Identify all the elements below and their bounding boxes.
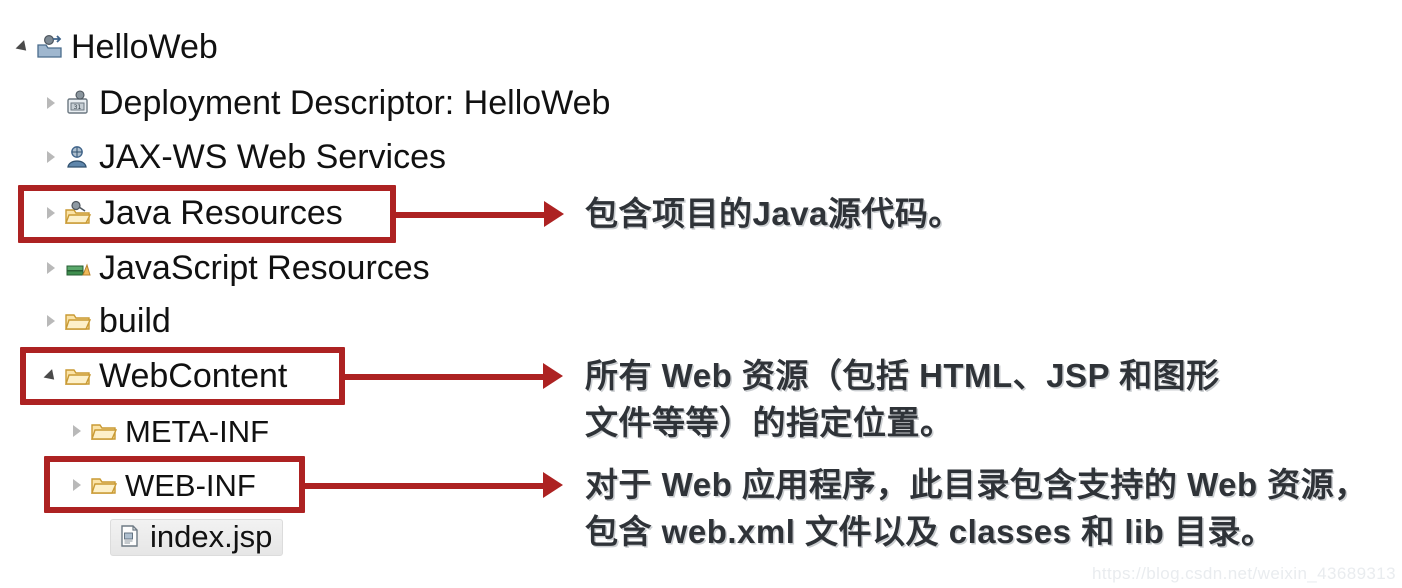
tree-item-content[interactable]: JavaScript Resources (64, 251, 430, 285)
tree-item-content[interactable]: WEB-INF (90, 470, 256, 501)
tree-item-content[interactable]: HelloWeb (36, 30, 218, 64)
tree-item-label: WebContent (99, 357, 288, 395)
tree-item-content[interactable]: 31 Deployment Descriptor: HelloWeb (64, 86, 610, 120)
twisty-collapsed-icon[interactable] (68, 422, 86, 440)
tree-item-java-resources[interactable]: Java Resources (42, 188, 343, 238)
twisty-collapsed-icon[interactable] (42, 94, 60, 112)
arrow-head-icon (543, 363, 563, 389)
tree-item-label: index.jsp (150, 518, 273, 554)
callout-text-webcontent: 所有 Web 资源（包括 HTML、JSP 和图形文件等等）的指定位置。 (585, 352, 1220, 446)
arrow-shaft (341, 374, 545, 380)
callout-text-line: 所有 Web 资源（包括 HTML、JSP 和图形 (585, 357, 1220, 394)
twisty-expanded-icon[interactable] (14, 38, 32, 56)
callout-text-java-resources: 包含项目的Java源代码。 (585, 190, 962, 237)
twisty-collapsed-icon[interactable] (42, 312, 60, 330)
twisty-collapsed-icon[interactable] (42, 148, 60, 166)
tree-item-label: JavaScript Resources (99, 249, 430, 287)
arrow-head-icon (544, 201, 564, 227)
java-resources-icon (64, 199, 92, 227)
jsp-file-icon (115, 522, 143, 550)
tree-item-meta-inf[interactable]: META-INF (68, 406, 269, 456)
callout-text-line: 包含项目的Java源代码。 (585, 195, 962, 232)
deployment-descriptor-icon: 31 (64, 89, 92, 117)
tree-item-content[interactable]: JAX-WS Web Services (64, 140, 446, 174)
tree-item-label: WEB-INF (125, 467, 256, 503)
arrow-head-icon (543, 472, 563, 498)
callout-text-line: 对于 Web 应用程序，此目录包含支持的 Web 资源， (585, 466, 1368, 503)
highlight-box-web-inf (44, 456, 305, 513)
javascript-resources-icon (64, 254, 92, 282)
twisty-collapsed-icon[interactable] (42, 204, 60, 222)
tree-item-javascript-resources[interactable]: JavaScript Resources (42, 243, 430, 293)
callout-arrow-webcontent (341, 363, 563, 389)
twisty-collapsed-icon[interactable] (42, 259, 60, 277)
tree-item-label: HelloWeb (71, 28, 218, 66)
folder-icon (64, 362, 92, 390)
folder-icon (90, 471, 118, 499)
tree-item-web-inf[interactable]: WEB-INF (68, 460, 256, 510)
tree-item-helloweb[interactable]: HelloWeb (14, 22, 218, 72)
callout-text-line: 文件等等）的指定位置。 (585, 404, 954, 441)
callout-arrow-web-inf (301, 472, 563, 498)
callout-arrow-java-resources (392, 201, 564, 227)
tree-item-webcontent[interactable]: WebContent (42, 351, 287, 401)
tree-item-index-jsp[interactable]: index.jsp (88, 512, 284, 562)
tree-item-label: Java Resources (99, 194, 343, 232)
folder-icon (90, 417, 118, 445)
tree-item-label: build (99, 302, 171, 340)
svg-text:31: 31 (74, 104, 82, 111)
tree-item-selected-chip[interactable]: index.jsp (110, 518, 284, 556)
callout-text-web-inf: 对于 Web 应用程序，此目录包含支持的 Web 资源， 包含 web.xml 文… (585, 461, 1368, 555)
tree-item-jax-ws-web-services[interactable]: JAX-WS Web Services (42, 132, 446, 182)
dynamic-web-project-icon (36, 33, 64, 61)
twisty-spacer (88, 528, 106, 546)
callout-text-line: 包含 web.xml 文件以及 classes 和 lib 目录。 (585, 513, 1275, 550)
tree-item-content[interactable]: WebContent (64, 359, 287, 393)
tree-item-build[interactable]: build (42, 296, 171, 346)
twisty-collapsed-icon[interactable] (68, 476, 86, 494)
tree-item-content[interactable]: build (64, 304, 171, 338)
arrow-shaft (392, 212, 546, 218)
highlight-box-java-resources (18, 185, 396, 243)
highlight-box-webcontent (20, 347, 345, 405)
tree-item-label: META-INF (125, 413, 270, 449)
tree-item-content[interactable]: META-INF (90, 416, 269, 447)
folder-icon (64, 307, 92, 335)
jax-ws-icon (64, 143, 92, 171)
arrow-shaft (301, 483, 545, 489)
tree-item-label: Deployment Descriptor: HelloWeb (99, 84, 611, 122)
tree-item-content[interactable]: Java Resources (64, 196, 343, 230)
tree-item-deployment-descriptor-helloweb[interactable]: 31 Deployment Descriptor: HelloWeb (42, 78, 610, 128)
tree-item-label: JAX-WS Web Services (99, 138, 447, 176)
watermark: https://blog.csdn.net/weixin_43689313 (1091, 564, 1396, 583)
